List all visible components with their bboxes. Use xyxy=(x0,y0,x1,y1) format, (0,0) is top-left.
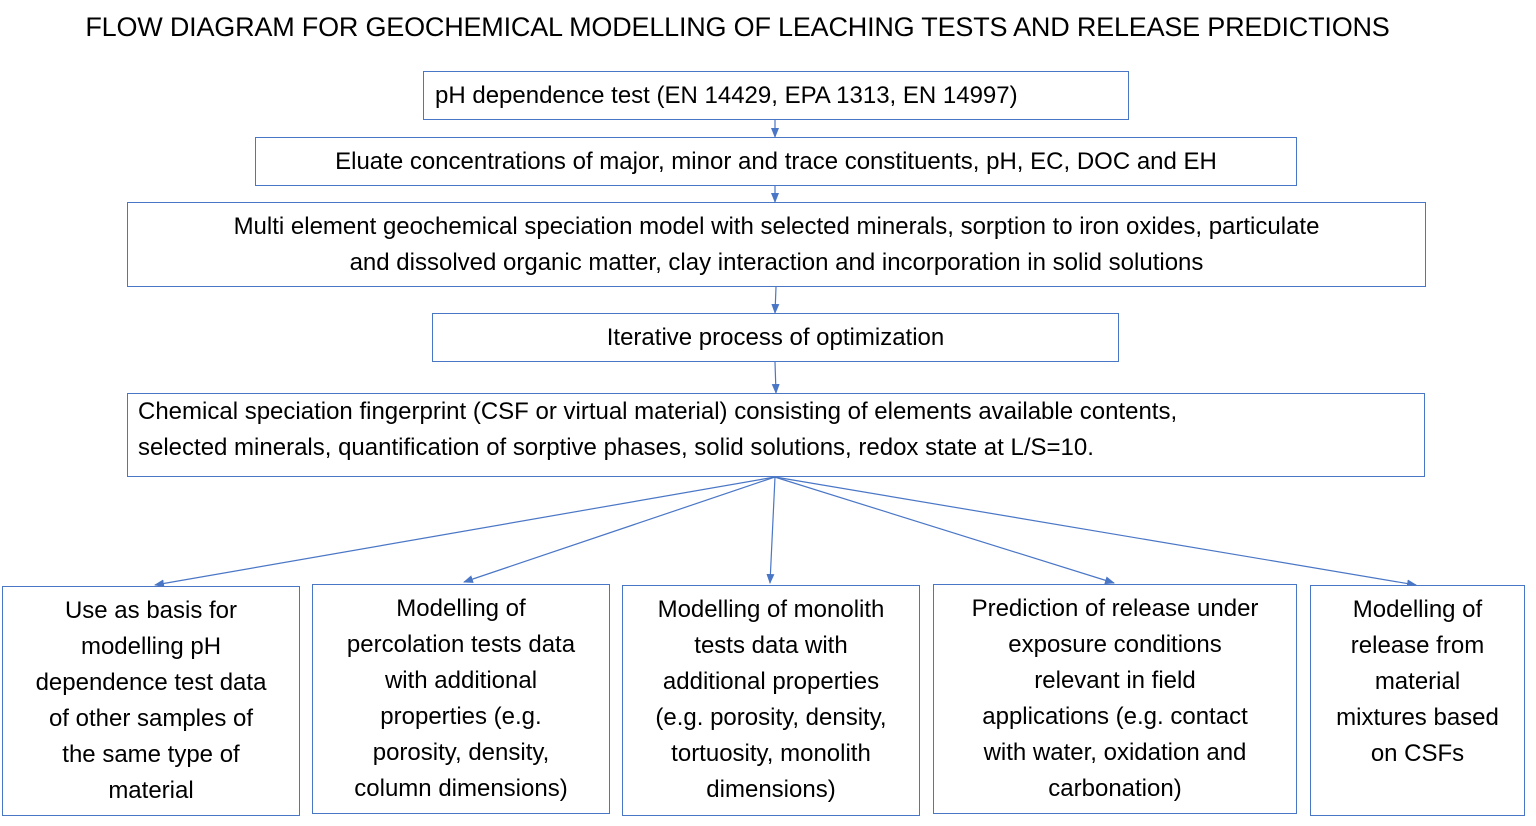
output-text-line: applications (e.g. contact xyxy=(982,703,1248,730)
output-text-line: material xyxy=(108,777,194,804)
diagram-title: FLOW DIAGRAM FOR GEOCHEMICAL MODELLING O… xyxy=(85,12,1390,42)
arrow-model-to-optimization xyxy=(771,286,780,314)
step-speciation-model: Multi element geochemical speciation mod… xyxy=(127,202,1426,287)
output-basis-ph-modelling: Use as basis for modelling pH dependence… xyxy=(2,586,300,816)
output-field-release-prediction: Prediction of release under exposure con… xyxy=(933,584,1297,814)
output-text-line: material xyxy=(1374,668,1461,695)
step-text: pH dependence test (EN 14429, EPA 1313, … xyxy=(435,81,1018,109)
output-text-line: Prediction of release under xyxy=(971,595,1259,622)
step-text: Iterative process of optimization xyxy=(606,323,945,351)
output-text-line: the same type of xyxy=(62,741,240,768)
output-text-line: tests data with xyxy=(694,632,848,659)
output-text-line: modelling pH xyxy=(80,633,222,660)
output-text-line: dimensions) xyxy=(706,776,836,803)
arrow-csf-to-mixtures xyxy=(774,476,1417,588)
output-text-line: Modelling of xyxy=(1352,596,1483,623)
output-text-line: Modelling of monolith xyxy=(657,596,885,623)
output-text-line: additional properties xyxy=(662,668,880,695)
output-percolation-modelling: Modelling of percolation tests data with… xyxy=(312,584,610,814)
step-text-line: selected minerals, quantification of sor… xyxy=(138,434,1094,461)
step-iterative-optimization: Iterative process of optimization xyxy=(432,313,1119,362)
arrow-csf-to-basis xyxy=(154,476,776,588)
step-chemical-speciation-fingerprint: Chemical speciation fingerprint (CSF or … xyxy=(127,393,1425,477)
output-text-line: Modelling of xyxy=(396,595,526,622)
arrow-optimization-to-csf xyxy=(771,361,780,394)
step-text-line: Chemical speciation fingerprint (CSF or … xyxy=(138,398,1178,425)
step-text: Eluate concentrations of major, minor an… xyxy=(335,147,1217,175)
output-text-line: porosity, density, xyxy=(372,739,550,766)
output-text-line: with water, oxidation and xyxy=(983,739,1247,766)
output-text-line: tortuosity, monolith xyxy=(671,740,871,767)
output-text-line: dependence test data xyxy=(35,669,267,696)
output-text-line: column dimensions) xyxy=(354,775,568,802)
output-text-line: on CSFs xyxy=(1370,740,1465,767)
output-text-line: properties (e.g. xyxy=(380,703,542,730)
output-text-line: relevant in field xyxy=(1034,667,1196,694)
arrow-csf-to-monolith xyxy=(766,476,776,584)
output-text-line: (e.g. porosity, density, xyxy=(655,704,887,731)
output-monolith-modelling: Modelling of monolith tests data with ad… xyxy=(622,585,920,816)
output-mixtures-modelling: Modelling of release from material mixtu… xyxy=(1310,585,1525,816)
output-text-line: of other samples of xyxy=(48,705,254,732)
output-text-line: carbonation) xyxy=(1048,775,1182,802)
arrow-csf-to-percolation xyxy=(463,476,776,583)
output-text-line: Use as basis for xyxy=(64,597,238,624)
output-text-line: mixtures based xyxy=(1336,704,1499,731)
output-text-line: with additional xyxy=(384,667,538,694)
step-text-line: and dissolved organic matter, clay inter… xyxy=(349,248,1204,276)
step-text-line: Multi element geochemical speciation mod… xyxy=(233,212,1320,240)
step-eluate-concentrations: Eluate concentrations of major, minor an… xyxy=(255,137,1297,186)
arrow-csf-to-field xyxy=(764,473,1115,585)
output-text-line: release from xyxy=(1350,632,1485,659)
output-text-line: exposure conditions xyxy=(1008,631,1222,658)
output-text-line: percolation tests data xyxy=(346,631,576,658)
step-ph-dependence-test: pH dependence test (EN 14429, EPA 1313, … xyxy=(423,71,1129,120)
